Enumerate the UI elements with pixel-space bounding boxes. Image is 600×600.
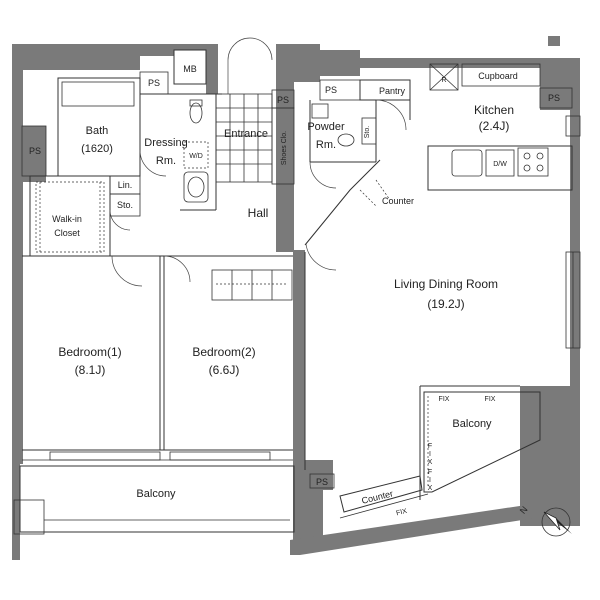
ps-label-balcony: PS: [316, 477, 328, 487]
fix-label-1: FIX: [439, 396, 450, 403]
dw-label: D/W: [493, 161, 507, 168]
r-label: R: [441, 77, 446, 84]
sto-small-label: Sto.: [364, 126, 371, 139]
wd-label: W/D: [189, 153, 203, 160]
bedroom2-name: Bedroom(2): [192, 345, 255, 359]
fix-vertical-char: X: [428, 459, 433, 466]
walkin-line1: Walk-in: [52, 214, 82, 224]
walkin-line2: Closet: [54, 228, 80, 238]
cupboard-label: Cupboard: [478, 71, 518, 81]
ps-label-kitchen: PS: [548, 93, 560, 103]
bath-size: (1620): [81, 143, 113, 155]
counter-balcony-label: Counter: [361, 488, 394, 505]
bath-name: Bath: [86, 125, 109, 137]
powder-line1: Powder: [307, 121, 345, 133]
kitchen-size: (2.4J): [479, 119, 510, 133]
counter-kitchen-label: Counter: [382, 196, 414, 206]
door-swings: [109, 37, 407, 287]
living-name: Living Dining Room: [394, 277, 498, 291]
ps-label-entrance: PS: [277, 95, 289, 105]
fix-vertical-char: I: [429, 451, 431, 458]
fix-vertical-char: X: [428, 485, 433, 492]
fix-label-3: FIX: [396, 508, 409, 518]
compass-north-label: N: [518, 504, 530, 515]
powder-line2: Rm.: [316, 139, 336, 151]
bedroom1-size: (8.1J): [75, 363, 106, 377]
ps-label-powder: PS: [325, 85, 337, 95]
structural-walls: [12, 36, 580, 560]
pantry-label: Pantry: [379, 86, 406, 96]
compass: [541, 507, 572, 537]
fix-vertical-char: I: [429, 477, 431, 484]
mb-label: MB: [183, 64, 197, 74]
bedroom1-name: Bedroom(1): [58, 345, 121, 359]
balcony-right-label: Balcony: [452, 418, 492, 430]
interior-walls: [13, 49, 581, 535]
balcony-bottom-label: Balcony: [136, 488, 176, 500]
lin-label: Lin.: [118, 180, 133, 190]
ps-label-dressing: PS: [148, 78, 160, 88]
fix-label-2: FIX: [485, 396, 496, 403]
sto-label: Sto.: [117, 200, 133, 210]
entrance-label: Entrance: [224, 128, 268, 140]
fix-vertical-char: F: [428, 443, 432, 450]
fix-vertical: F I X F I X: [428, 443, 433, 492]
shoes-closet-label: Shoes Clo.: [281, 131, 288, 165]
living-size: (19.2J): [427, 297, 464, 311]
kitchen-name: Kitchen: [474, 103, 514, 117]
ps-label-bath: PS: [29, 146, 41, 156]
fix-vertical-char: F: [428, 469, 432, 476]
dressing-line1: Dressing: [144, 137, 187, 149]
bedroom2-size: (6.6J): [209, 363, 240, 377]
dressing-line2: Rm.: [156, 155, 176, 167]
hall-label: Hall: [248, 206, 269, 220]
